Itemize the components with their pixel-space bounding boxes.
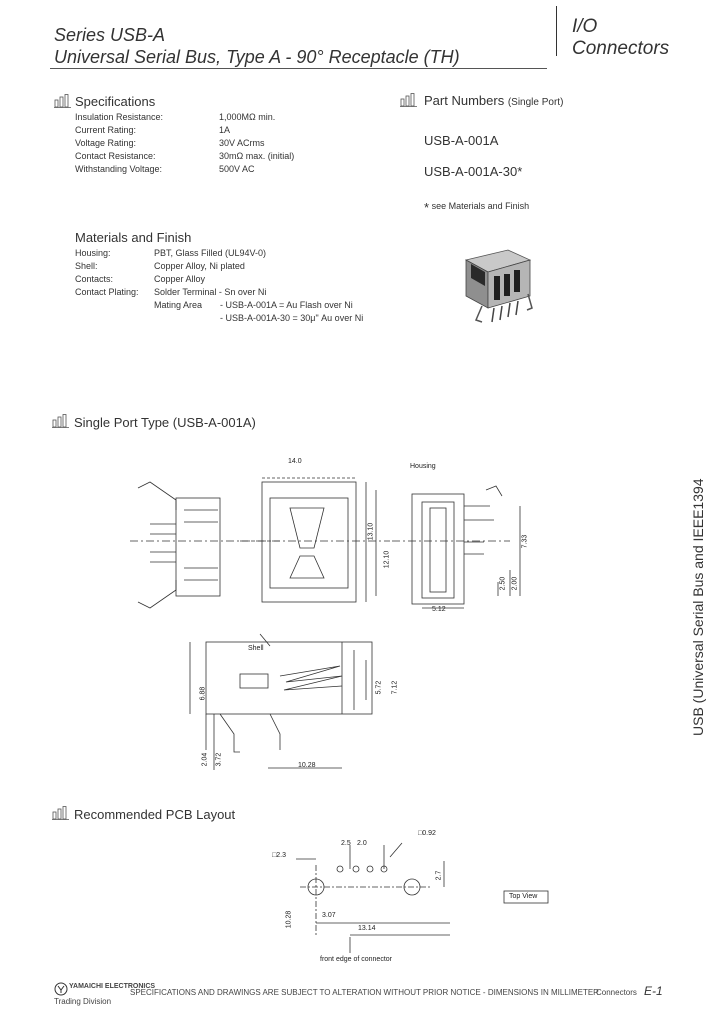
dim-label: 10.28 [298,762,316,769]
spec-label: Contact Resistance: [75,151,156,161]
material-value: PBT, Glass Filled (UL94V-0) [154,248,267,258]
material-label: Contacts: [75,274,114,284]
category-line-1: I/O [572,16,598,37]
spec-value: 1,000MΩ min. [219,112,276,122]
dim-label: 2.0 [357,840,367,847]
company-name: YAMAICHI ELECTRONICS [69,983,156,990]
dim-label: 3.07 [322,912,336,919]
dim-label: 14.0 [288,458,302,465]
spec-row: Withstanding Voltage: 500V AC [75,163,294,176]
spec-value: 30V ACrms [219,138,265,148]
spec-label: Voltage Rating: [75,138,137,148]
single-port-title: Single Port Type (USB-A-001A) [74,415,256,430]
side-tab [672,480,716,744]
note-text: see Materials and Finish [431,201,530,211]
part-numbers-title: Part Numbers (Single Port) [424,93,563,108]
dim-label: 2.50 [499,576,507,591]
material-row: Shell: Copper Alloy, Ni plated [75,260,363,273]
part-number: USB-A-001A-30* [424,164,523,179]
single-port-drawing [130,477,521,770]
dim-label: 13.10 [367,522,375,541]
dim-label: 2.7 [435,870,443,881]
part-number-note: * see Materials and Finish [424,200,529,215]
specifications-table: Insulation Resistance: 1,000MΩ min. Curre… [75,111,294,176]
dim-label: 12.10 [383,550,391,569]
top-view-label: Top View [509,893,538,900]
dim-label: 2.04 [201,752,209,767]
header-divider [556,6,557,56]
material-value: Solder Terminal - Sn over Ni [154,287,267,297]
part-numbers-label: Part Numbers [424,93,505,108]
category-line-2: Connectors [572,38,670,59]
dim-label: 2.5 [341,840,351,847]
material-row: - USB-A-001A-30 = 30μ" Au over Ni [75,312,363,325]
spec-label: Withstanding Voltage: [75,164,163,174]
spec-label: Insulation Resistance: [75,112,164,122]
spec-row: Insulation Resistance: 1,000MΩ min. [75,111,294,124]
material-row: Mating Area - USB-A-001A = Au Flash over … [75,299,363,312]
spec-row: Current Rating: 1A [75,124,294,137]
material-value: Copper Alloy [154,274,206,284]
mating-label: Mating Area [154,300,203,310]
dim-label: 3.72 [215,752,223,767]
spec-value: 500V AC [219,164,255,174]
dim-label: 5.72 [375,680,383,695]
dim-label: Housing [410,463,436,470]
footer-notice: SPECIFICATIONS AND DRAWINGS ARE SUBJECT … [130,988,599,997]
mating-line: - USB-A-001A = Au Flash over Ni [220,300,353,310]
pcb-layout-drawing [296,842,549,953]
pcb-layout-title: Recommended PCB Layout [74,807,236,822]
materials-title: Materials and Finish [75,230,192,245]
dim-label: □0.92 [418,830,436,837]
dim-label: 5.12 [432,606,446,613]
material-label: Housing: [75,248,111,258]
materials-table: Housing: PBT, Glass Filled (UL94V-0) Shel… [75,247,363,325]
dim-label: 7.33 [521,534,529,549]
spec-value: 30mΩ max. (initial) [219,151,295,161]
series-title: Series USB-A Universal Serial Bus, Type … [54,24,460,68]
material-row: Housing: PBT, Glass Filled (UL94V-0) [75,247,363,260]
category-title: I/O Connectors [572,16,669,60]
section-bullet-icon [400,93,417,107]
company-logo-icon [54,982,68,996]
dim-label: 7.12 [391,680,399,695]
page-number: E-1 [644,984,663,998]
dim-label: 10.28 [285,910,293,929]
mating-line: - USB-A-001A-30 = 30μ" Au over Ni [220,313,364,323]
header-rule [50,68,547,69]
series-subtitle: Universal Serial Bus, Type A - 90° Recep… [54,47,460,67]
dim-label: 2.00 [511,576,519,591]
spec-label: Current Rating: [75,125,137,135]
material-label: Shell: [75,261,98,271]
material-row: Contacts: Copper Alloy [75,273,363,286]
dim-label: Shell [248,645,264,652]
footer-section: Connectors [596,988,637,997]
dim-label: 13.14 [358,925,376,932]
spec-row: Voltage Rating: 30V ACrms [75,137,294,150]
material-value: Copper Alloy, Ni plated [154,261,245,271]
side-tab-label: USB (Universal Serial Bus and IEEE1394 [690,478,706,736]
spec-value: 1A [219,125,231,135]
connector-photo [464,249,533,323]
section-bullet-icon [54,94,71,108]
material-row: Contact Plating: Solder Terminal - Sn ove… [75,286,363,299]
section-bullet-icon [52,806,69,820]
series-name: Series USB-A [54,25,166,45]
dim-label: □2.3 [272,852,286,859]
part-number: USB-A-001A [424,133,499,148]
specifications-title: Specifications [75,94,156,109]
part-numbers-qualifier: (Single Port) [507,97,564,108]
section-bullet-icon [52,414,69,428]
material-label: Contact Plating: [75,287,139,297]
spec-row: Contact Resistance: 30mΩ max. (initial) [75,150,294,163]
company-division: Trading Division [54,997,112,1006]
note-mark: * [424,200,430,215]
front-edge-label: front edge of connector [320,956,392,963]
dim-label: 6.88 [199,686,207,701]
